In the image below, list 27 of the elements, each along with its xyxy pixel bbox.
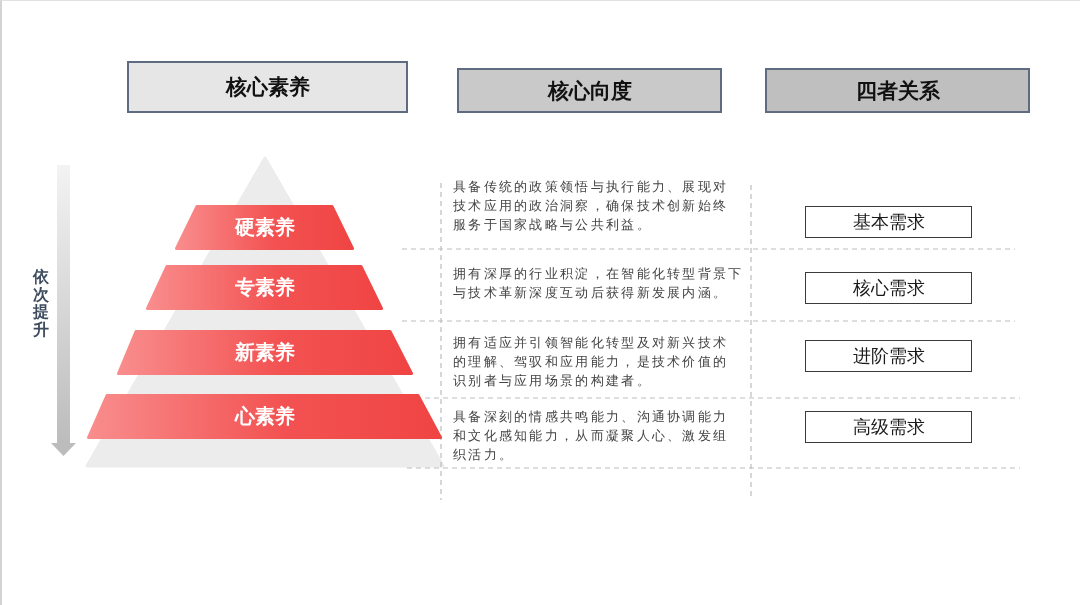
need-box bbox=[805, 411, 972, 443]
description-text: 具备深刻的情感共鸣能力、沟通协调能力和文化感知能力，从而凝聚人心、激发组织活力。 bbox=[453, 408, 730, 464]
description-text: 拥有深厚的行业积淀，在智能化转型背景下与技术革新深度互动后获得新发展内涵。 bbox=[453, 265, 745, 302]
tier-label: 心素养 bbox=[234, 403, 295, 430]
need-label: 进阶需求 bbox=[852, 344, 925, 368]
tier-label: 硬素养 bbox=[234, 214, 295, 241]
need-label: 核心需求 bbox=[852, 276, 925, 300]
need-label: 基本需求 bbox=[852, 210, 925, 234]
need-box bbox=[805, 206, 972, 238]
description-text: 具备传统的政策领悟与执行能力、展现对技术应用的政治洞察，确保技术创新始终服务于国家战略与公共利益。 bbox=[453, 178, 730, 234]
column-header-box bbox=[127, 61, 408, 113]
side-label: 依次提升 bbox=[33, 268, 49, 339]
header-title: 四者关系 bbox=[855, 77, 940, 105]
need-label: 高级需求 bbox=[852, 415, 925, 439]
description-text: 拥有适应并引领智能化转型及对新兴技术的理解、驾驭和应用能力，是技术价值的识别者与应用场景的构建者。 bbox=[453, 334, 730, 390]
column-header-box bbox=[457, 68, 722, 113]
header-title: 核心向度 bbox=[547, 77, 632, 105]
need-box bbox=[805, 272, 972, 304]
pyramid-tier bbox=[117, 330, 413, 375]
pyramid-tier bbox=[87, 394, 442, 439]
pyramid-tier bbox=[175, 205, 354, 250]
column-header-box bbox=[765, 68, 1030, 113]
pyramid-tier bbox=[146, 265, 383, 310]
header-title: 核心素养 bbox=[225, 74, 310, 101]
tier-label: 新素养 bbox=[235, 339, 295, 366]
need-box bbox=[805, 340, 972, 372]
tier-label: 专素养 bbox=[234, 274, 295, 301]
